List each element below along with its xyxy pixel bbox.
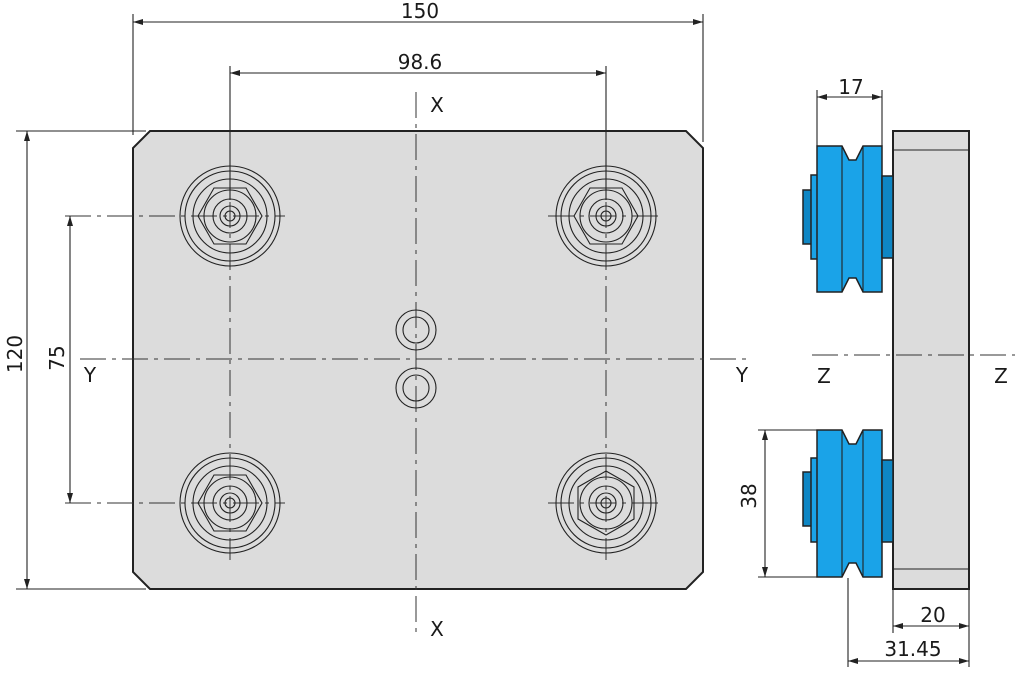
axis-label-z-left: Z bbox=[817, 364, 831, 388]
axis-label-y-right: Y bbox=[735, 363, 749, 387]
dimension-17-label: 17 bbox=[838, 75, 863, 99]
axis-label-x-top: X bbox=[430, 93, 444, 117]
dimension-75-label: 75 bbox=[45, 345, 69, 370]
dimension-150-label: 150 bbox=[401, 0, 439, 23]
carriage-plate bbox=[132, 130, 704, 590]
roller-side-bottom bbox=[802, 429, 894, 578]
dimension-31-45-label: 31.45 bbox=[884, 637, 941, 661]
dimension-120-label: 120 bbox=[3, 335, 27, 373]
plate-side bbox=[892, 130, 970, 590]
roller-side-top bbox=[802, 145, 894, 293]
roller-front-bottom-right bbox=[555, 452, 657, 554]
roller-front-bottom-left bbox=[179, 452, 281, 554]
dimension-38-label: 38 bbox=[737, 483, 761, 508]
dimension-98-6-label: 98.6 bbox=[398, 50, 443, 74]
axis-label-y-left: Y bbox=[83, 363, 97, 387]
dimension-20-label: 20 bbox=[920, 603, 945, 627]
mounting-hole-lower bbox=[395, 367, 437, 409]
axis-label-x-bottom: X bbox=[430, 617, 444, 641]
mounting-hole-upper bbox=[395, 309, 437, 351]
axis-label-z-right: Z bbox=[994, 364, 1008, 388]
front-view: 150 98.6 120 75 X X Y Y bbox=[3, 0, 752, 641]
side-view: Z Z 17 38 bbox=[737, 75, 1015, 667]
